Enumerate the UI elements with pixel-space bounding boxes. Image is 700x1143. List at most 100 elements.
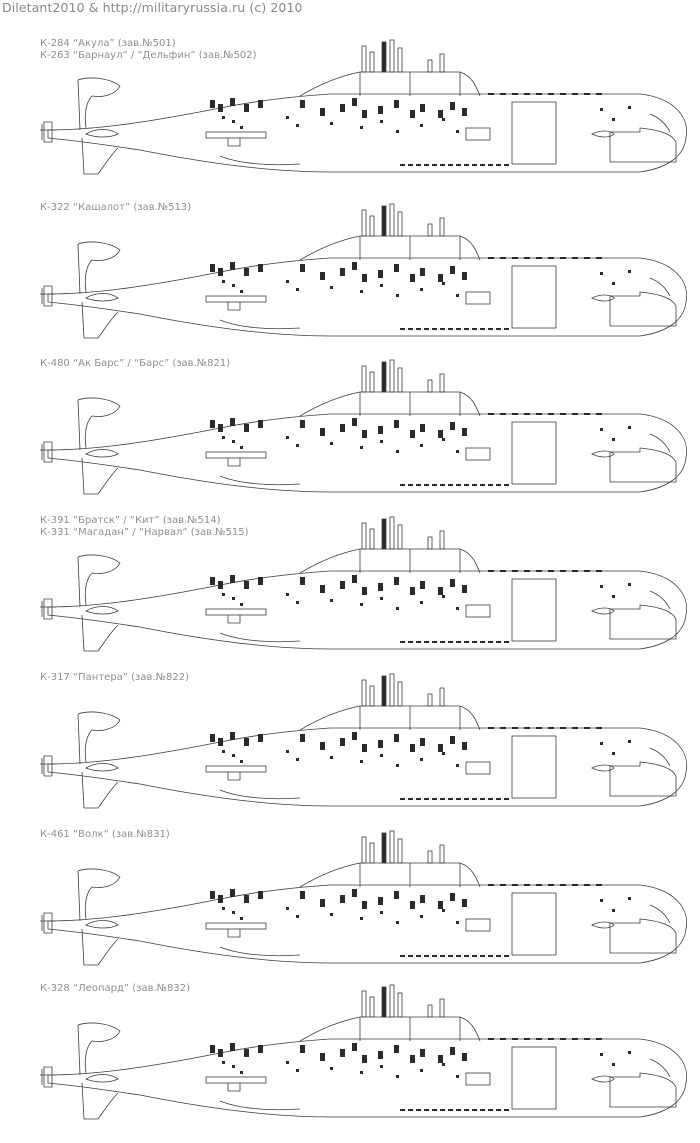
drain-slot [432,798,437,800]
detail-mark [340,104,345,112]
bow-plane [591,130,615,138]
drain-slot [424,328,429,330]
stern-upper-edge [77,243,81,295]
deck-slot [524,413,530,415]
caption-line: К-317 “Пантера” (зав.№822) [40,672,189,683]
stern-lower-fin [81,928,119,966]
bow-panel [511,735,557,799]
stern-lower-fin [81,614,119,652]
detail-mark [230,575,235,583]
bow-plane [591,450,615,458]
detail-mark [380,754,383,757]
detail-mark [442,118,445,121]
mast [427,379,433,393]
drain-slot [456,641,461,643]
drain-slot [440,955,445,957]
detail-mark [340,738,345,746]
detail-mark [300,100,305,108]
deck-slot [488,93,494,95]
detail-mark [378,740,383,748]
drain-slot [464,955,469,957]
detail-mark [456,1075,459,1078]
deck-slot [524,570,530,572]
detail-mark [420,581,425,589]
hull-outline [47,884,688,964]
caption-line: К-322 “Кашалот” (зав.№513) [40,202,192,213]
drain-slot [496,328,501,330]
drain-slot [488,955,493,957]
detail-mark [360,446,363,449]
deck-plate-stub [227,458,241,467]
deck-plate [205,765,267,773]
mast [397,681,403,707]
detail-mark [300,891,305,899]
deck-slot [584,257,590,259]
drain-slot [456,1109,461,1111]
detail-mark [210,1045,215,1053]
drain-slot [472,641,477,643]
stern-plane [85,293,119,302]
detail-mark [420,444,423,447]
detail-mark [378,106,383,114]
detail-mark [420,1069,423,1072]
detail-mark [222,750,225,753]
deck-slot [560,1038,566,1040]
propeller [40,912,56,934]
deck-slot [572,93,578,95]
detail-mark [232,754,235,757]
drain-slot [472,798,477,800]
detail-mark [340,895,345,903]
mast [397,47,403,73]
drain-slot [424,955,429,957]
deck-slot [572,884,578,886]
detail-mark [450,736,455,744]
sail [299,235,481,261]
deck-slot [548,884,554,886]
mast [369,528,375,550]
detail-mark [438,430,443,438]
boat-caption: К-322 “Кашалот” (зав.№513) [40,202,191,214]
drain-slot [464,641,469,643]
boat-caption: К-461 “Волк” (зав.№831) [40,829,170,841]
hull-outline [47,257,688,337]
drain-slot [480,1109,485,1111]
detail-mark [420,1049,425,1057]
sail-lines [359,863,461,887]
drain-slot [416,328,421,330]
drain-slot [456,484,461,486]
deck-slot [512,257,518,259]
bow-hatch [609,604,677,640]
detail-mark [230,418,235,426]
drain-slot [480,328,485,330]
detail-mark [352,889,357,897]
detail-mark [420,288,423,291]
submarine-profile: К-391 “Братск” / “Кит” (зав.№514)К-331 “… [0,515,700,675]
deck-slot [524,93,530,95]
detail-mark [420,124,423,127]
detail-mark [352,1043,357,1051]
deck-plate-stub [227,772,241,781]
submarine-drawing [40,359,688,495]
stern-upper-edge [77,870,81,922]
detail-mark [410,901,415,909]
drain-slot [408,164,413,166]
sail-lines [359,1017,461,1041]
detail-marks [210,727,631,800]
deck-slot [584,93,590,95]
detail-mark [394,100,399,108]
drain-slot [440,641,445,643]
hatch [465,1072,491,1086]
detail-mark [394,1045,399,1053]
stern-plane [85,1074,119,1083]
deck-slot [488,570,494,572]
drain-slot [448,798,453,800]
detail-mark [380,911,383,914]
stern-upper-fin [77,711,121,763]
mast [389,984,395,1018]
mast [439,373,445,393]
deck-plate [205,451,267,459]
detail-mark [240,126,243,129]
mast [427,1004,433,1018]
drain-slot [400,328,405,330]
